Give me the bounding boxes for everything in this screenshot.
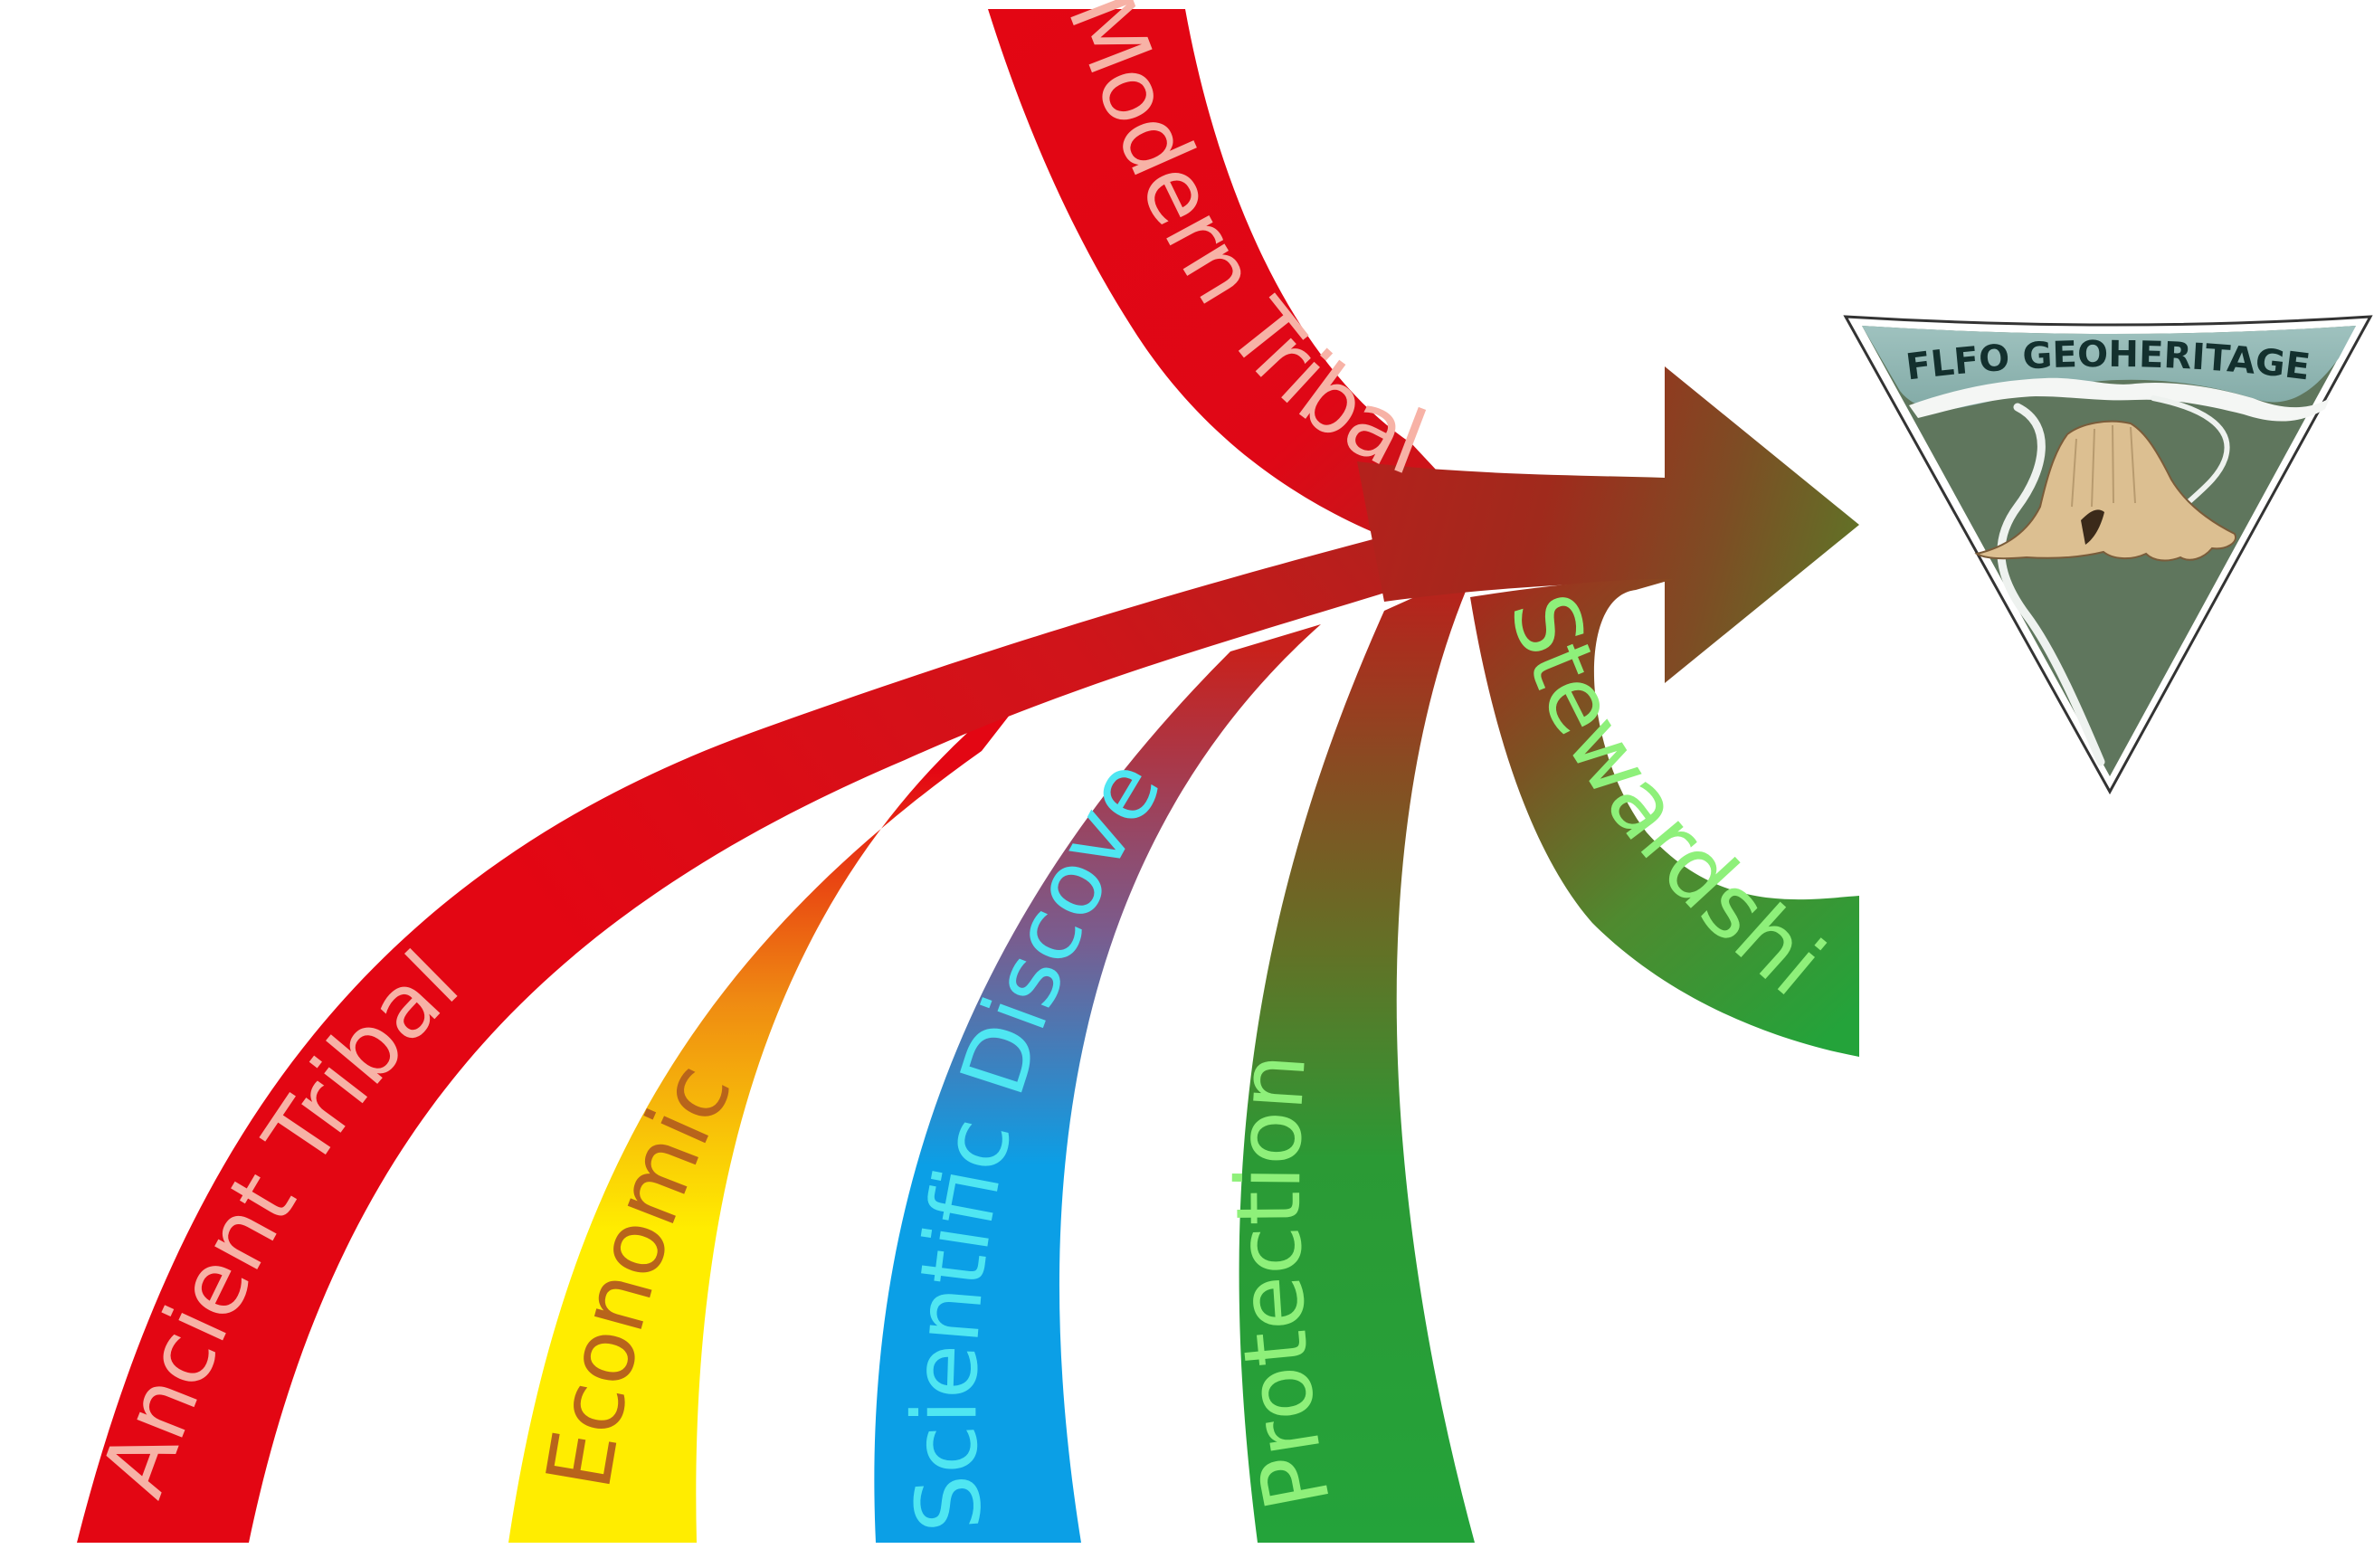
stream-protection [1239, 570, 1475, 1543]
main-arrow [1357, 366, 1859, 683]
badge-butte-shadow [2081, 509, 2104, 545]
badge-butte-columns [2071, 424, 2136, 508]
stream-stewardship [1470, 579, 1859, 1057]
label-economic: Economic [527, 1049, 753, 1497]
stream-ancient-tribal [77, 534, 1429, 1543]
stream-economic [508, 670, 1045, 1543]
badge-snow-ridge [1909, 377, 2330, 422]
stream-scientific-discovery [874, 624, 1321, 1543]
flfo-geoheritage-badge: FLFO GEOHERITAGE [1843, 315, 2373, 795]
badge-butte [1974, 420, 2236, 562]
stream-modern-tribal [988, 9, 1538, 579]
badge-river [1997, 403, 2105, 766]
label-ancient-tribal: Ancient Tribal [81, 932, 479, 1509]
